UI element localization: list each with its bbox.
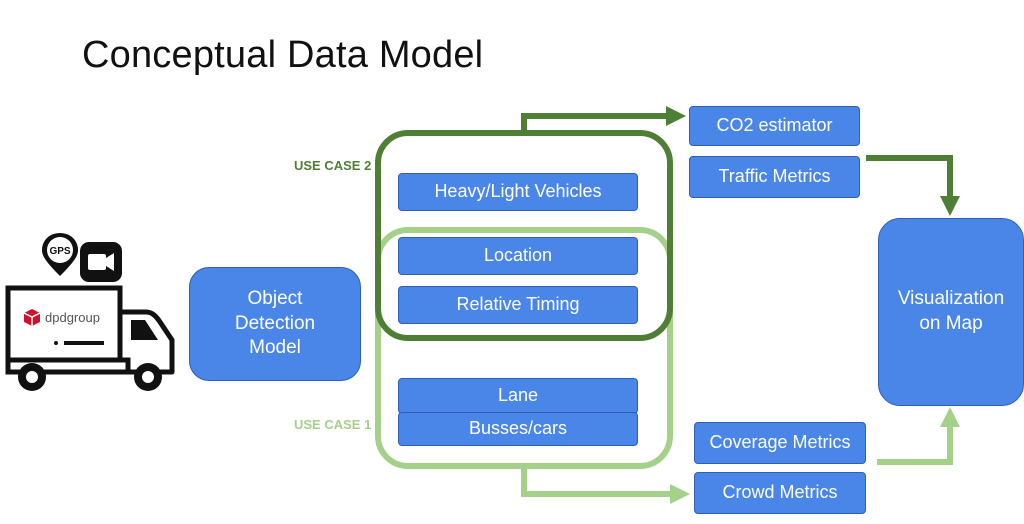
relative-timing-node: Relative Timing — [398, 286, 638, 324]
arrowhead-visualization-top — [940, 196, 960, 216]
page-title: Conceptual Data Model — [82, 34, 484, 76]
traffic-metrics-node: Traffic Metrics — [689, 156, 860, 198]
delivery-truck-icon — [5, 233, 175, 391]
lane-node: Lane — [398, 378, 638, 414]
heavy-light-vehicles-node: Heavy/Light Vehicles — [398, 173, 638, 211]
object-detection-model-node: Object Detection Model — [189, 267, 361, 381]
co2-estimator-node: CO2 estimator — [689, 106, 860, 146]
truck-logo-text: dpdgroup — [45, 310, 100, 325]
camera-icon — [80, 242, 122, 282]
busses-cars-node: Busses/cars — [398, 412, 638, 446]
location-node: Location — [398, 237, 638, 275]
gps-pin-icon — [42, 233, 78, 276]
gps-badge-text: GPS — [49, 246, 70, 257]
use-case-2-label: USE CASE 2 — [294, 158, 372, 173]
arrow-coverage-to-visualization — [877, 425, 953, 465]
coverage-metrics-node: Coverage Metrics — [694, 422, 866, 464]
arrowhead-co2 — [666, 106, 686, 126]
arrow-traffic-to-visualization — [866, 155, 953, 198]
visualization-on-map-node: Visualization on Map — [878, 218, 1024, 406]
arrowhead-visualization-bottom — [940, 407, 960, 427]
crowd-metrics-node: Crowd Metrics — [694, 472, 866, 514]
use-case-1-label: USE CASE 1 — [294, 417, 372, 432]
arrow-uc2-to-co2 — [521, 113, 668, 133]
arrowhead-crowd — [670, 484, 690, 504]
arrow-uc1-to-crowd — [521, 466, 672, 497]
